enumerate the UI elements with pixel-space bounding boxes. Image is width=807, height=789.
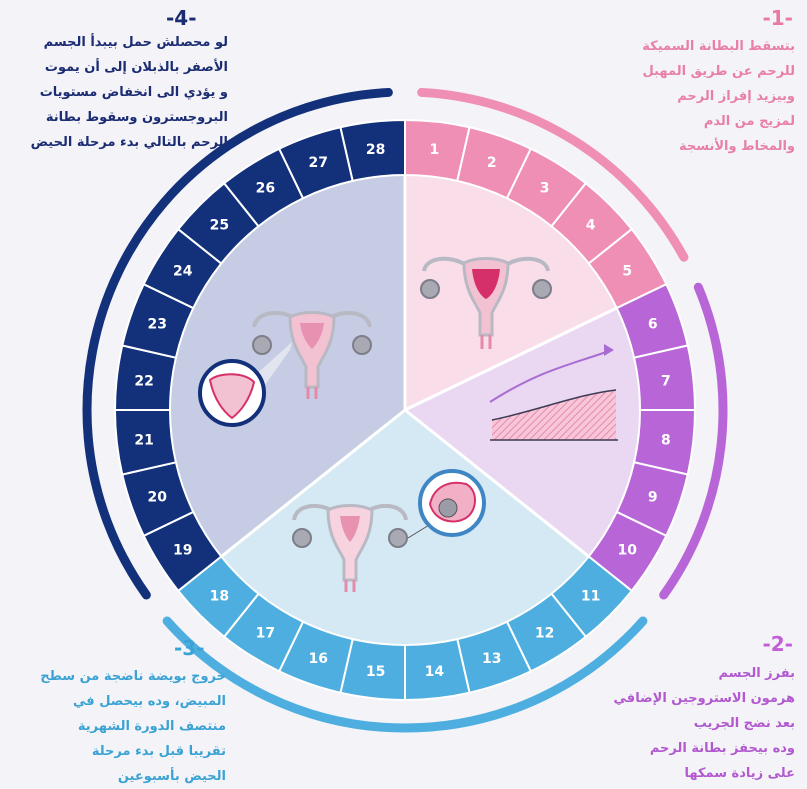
phase-3-number: -3- — [174, 636, 205, 660]
day-number-label: 17 — [256, 625, 275, 641]
phase-2-line: بعد نضج الجريب — [614, 711, 795, 736]
day-number-label: 2 — [487, 155, 497, 171]
day-number-label: 14 — [425, 664, 445, 680]
phase-2-line: بفرز الجسم — [614, 661, 795, 686]
phase-4-line: الأصفر بالذبلان إلى أن يموت — [14, 55, 228, 80]
phase-1-description: بتسقط البطانة السميكة للرحم عن طريق المه… — [642, 34, 795, 159]
phase-1-number: -1- — [762, 6, 793, 30]
day-number-label: 4 — [586, 217, 596, 233]
day-number-label: 19 — [173, 543, 192, 559]
day-number-label: 20 — [147, 490, 167, 506]
phase-2-number: -2- — [762, 632, 793, 656]
phase-1-line: والمخاط والأنسجة — [642, 134, 795, 159]
phase-1-line: للرحم عن طريق المهبل — [642, 59, 795, 84]
day-number-label: 26 — [256, 181, 275, 197]
day-number-label: 13 — [482, 651, 501, 667]
day-number-label: 5 — [622, 263, 632, 279]
phase-4-description: لو محصلش حمل بيبدأ الجسم الأصفر بالذبلان… — [14, 30, 228, 155]
day-number-label: 23 — [147, 316, 166, 332]
phase-2-line: وده بيحفز بطانة الرحم — [614, 736, 795, 761]
day-number-label: 10 — [618, 543, 638, 559]
ovary-magnifier-icon — [420, 471, 484, 535]
day-number-label: 24 — [173, 263, 193, 279]
day-number-label: 11 — [581, 589, 600, 605]
phase-2-line: هرمون الاستروجين الإضافي — [614, 686, 795, 711]
phase-4-number: -4- — [166, 6, 197, 30]
phase-3-line: خروج بويضة ناضجة من سطح — [14, 664, 226, 689]
day-number-label: 6 — [648, 316, 658, 332]
phase-1-line: وبيزيد إفراز الرحم — [642, 84, 795, 109]
phase-4-line: و يؤدي الى انخفاض مستويات — [14, 80, 228, 105]
day-number-label: 15 — [366, 664, 385, 680]
phase-3-line: الحيض بأسبوعين — [14, 764, 226, 789]
day-number-label: 12 — [535, 625, 554, 641]
phase-4-line: الرحم بالتالي بدء مرحلة الحيض — [14, 130, 228, 155]
phase-4-line: البروجسترون وسقوط بطانة — [14, 105, 228, 130]
day-number-label: 7 — [661, 374, 671, 390]
phase-2-description: بفرز الجسم هرمون الاستروجين الإضافي بعد … — [614, 661, 795, 786]
day-number-label: 21 — [134, 432, 153, 448]
day-number-label: 3 — [540, 181, 550, 197]
phase-3-line: منتصف الدورة الشهرية — [14, 714, 226, 739]
day-number-label: 16 — [309, 651, 328, 667]
day-number-label: 9 — [648, 490, 658, 506]
day-number-label: 1 — [430, 142, 440, 158]
phase-3-description: خروج بويضة ناضجة من سطح المبيض، وده بيحص… — [14, 664, 226, 789]
day-number-label: 27 — [309, 155, 328, 171]
day-number-label: 22 — [134, 374, 153, 390]
phase-1-line: بتسقط البطانة السميكة — [642, 34, 795, 59]
phase-3-line: تقريبا قبل بدء مرحلة — [14, 739, 226, 764]
phase-1-line: لمزيج من الدم — [642, 109, 795, 134]
day-number-label: 8 — [661, 432, 671, 448]
day-number-label: 25 — [210, 217, 229, 233]
phase-3-line: المبيض، وده بيحصل في — [14, 689, 226, 714]
day-number-label: 28 — [366, 142, 385, 158]
day-number-label: 18 — [210, 589, 229, 605]
phase-4-line: لو محصلش حمل بيبدأ الجسم — [14, 30, 228, 55]
phase-2-line: على زيادة سمكها — [614, 761, 795, 786]
